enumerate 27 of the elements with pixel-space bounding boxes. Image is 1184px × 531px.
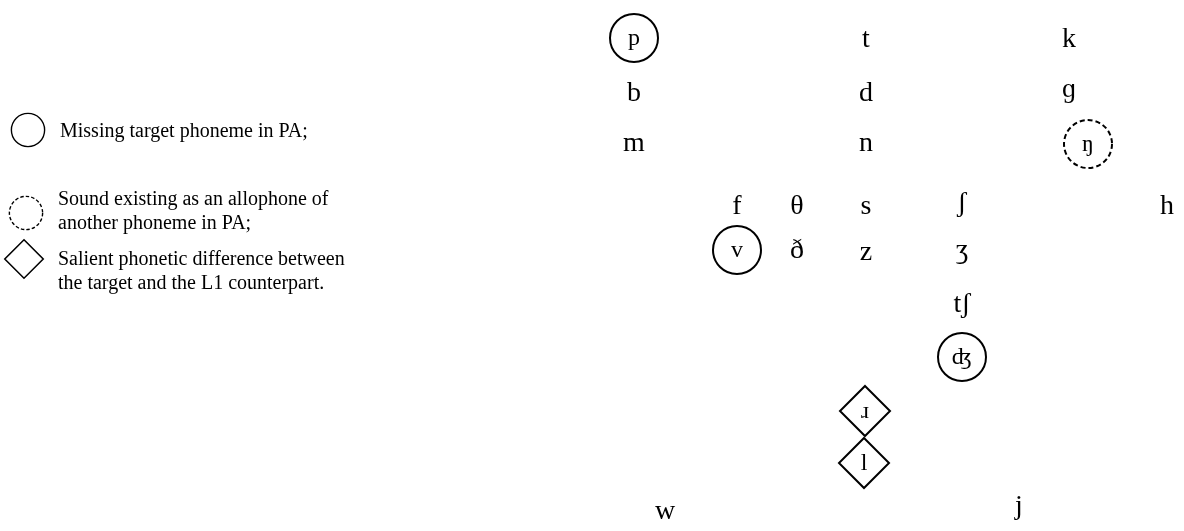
phoneme-symbol: ɡ bbox=[1062, 74, 1076, 102]
phoneme-symbol: k bbox=[1062, 24, 1076, 52]
phoneme-symbol: ʤ bbox=[951, 344, 973, 369]
phoneme-symbol: m bbox=[623, 128, 645, 156]
phoneme-symbol: l bbox=[860, 450, 868, 475]
phoneme-symbol: h bbox=[1160, 191, 1174, 219]
phoneme-symbol: b bbox=[627, 78, 641, 106]
legend-text: Salient phonetic difference between the target and the L1 counterpart. bbox=[58, 246, 346, 294]
phoneme-symbol: ʃ bbox=[957, 188, 967, 216]
phoneme-symbol: z bbox=[859, 237, 873, 265]
phoneme-symbol: v bbox=[731, 237, 743, 262]
phoneme-symbol: ʒ bbox=[955, 235, 969, 263]
phoneme-symbol: θ bbox=[790, 191, 804, 219]
legend-text: Sound existing as an allophone of another phoneme in PA; bbox=[58, 186, 330, 234]
legend-text: Missing target phoneme in PA; bbox=[60, 118, 309, 142]
phoneme-symbol: p bbox=[628, 25, 640, 50]
phoneme-symbol: f bbox=[732, 191, 742, 219]
phoneme-symbol: ɹ bbox=[861, 398, 869, 423]
phoneme-symbol: n bbox=[859, 128, 873, 156]
phoneme-symbol: ŋ bbox=[1082, 131, 1094, 156]
phoneme-symbol: ð bbox=[790, 235, 804, 263]
phoneme-symbol: w bbox=[654, 496, 676, 524]
phoneme-symbol: d bbox=[859, 78, 873, 106]
phoneme-symbol: tʃ bbox=[953, 289, 971, 317]
phoneme-symbol: t bbox=[862, 24, 870, 52]
phoneme-symbol: j bbox=[1015, 491, 1023, 519]
phoneme-symbol: s bbox=[860, 191, 872, 219]
